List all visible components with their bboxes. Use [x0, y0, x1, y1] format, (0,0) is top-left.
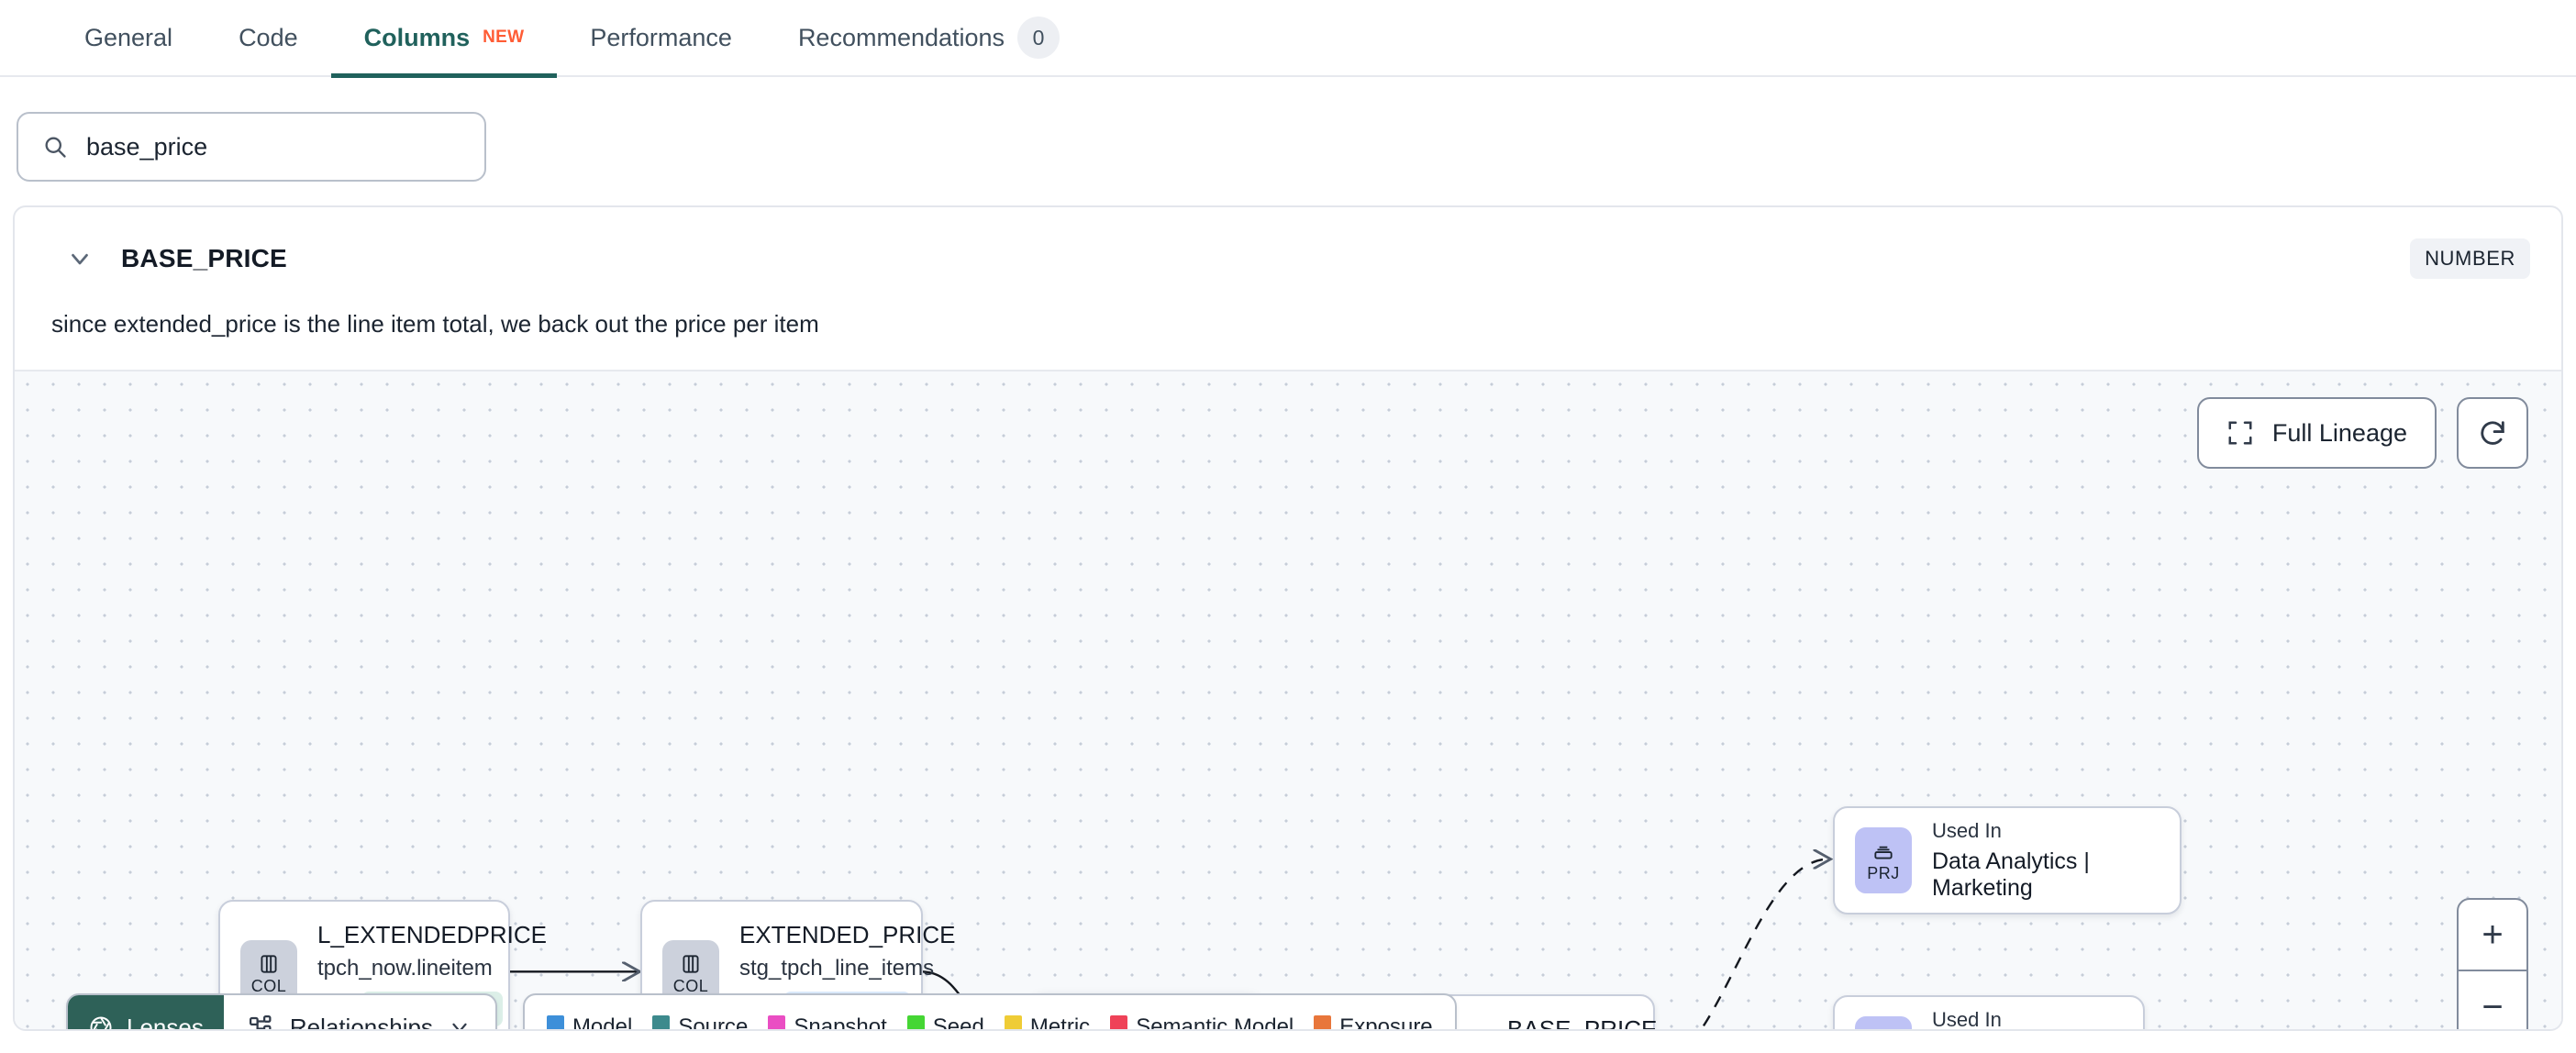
legend-swatch — [1004, 1015, 1022, 1029]
legend-swatch — [1314, 1015, 1332, 1029]
legend-label: Model — [572, 1014, 633, 1031]
lineage-bottom-toolbar: Lenses Relationships M — [66, 993, 1457, 1031]
node-type-badge-label: COL — [672, 977, 709, 995]
lineage-controls: Full Lineage — [2196, 397, 2528, 469]
column-icon — [683, 955, 699, 973]
relationships-label: Relationships — [289, 1013, 433, 1031]
legend-label: Semantic Model — [1136, 1014, 1294, 1031]
project-body: Used In Data Analytics | Marketing — [1932, 819, 2160, 902]
lineage-canvas[interactable]: COL L_EXTENDEDPRICE tpch_now.lineitem SO… — [15, 370, 2561, 1031]
legend-swatch — [906, 1015, 925, 1029]
legend-label: Snapshot — [794, 1014, 887, 1031]
relationships-button[interactable]: Relationships — [224, 995, 495, 1031]
legend-item-snapshot[interactable]: Snapshot — [768, 1014, 887, 1031]
aperture-icon — [90, 1016, 112, 1029]
tab-general[interactable]: General — [51, 0, 205, 76]
used-in-label: Used In — [1932, 1008, 2002, 1031]
node-type-badge-label: COL — [250, 977, 287, 995]
tab-performance[interactable]: Performance — [557, 0, 765, 76]
search-area: base_price — [0, 77, 2576, 205]
legend-swatch — [652, 1015, 671, 1029]
tab-bar: General Code Columns NEW Performance Rec… — [0, 0, 2576, 78]
node-title: BASE_PRICE — [1507, 1014, 1658, 1031]
used-in-label: Used In — [1932, 819, 2002, 842]
legend-item-exposure[interactable]: Exposure — [1314, 1014, 1433, 1031]
legend-swatch — [546, 1015, 564, 1029]
project-icon — [1874, 846, 1893, 859]
legend-item-seed[interactable]: Seed — [906, 1014, 984, 1031]
project-body: Used In Data Analytics | Sales — [1932, 1008, 2123, 1031]
project-type-badge-label: PRJ — [1867, 864, 1900, 882]
lineage-node-prj_marketing[interactable]: PRJ Used In Data Analytics | Marketing — [1833, 806, 2182, 914]
legend-item-semantic-model[interactable]: Semantic Model — [1110, 1014, 1294, 1031]
project-name: Data Analytics | Marketing — [1932, 848, 2090, 901]
column-detail-panel: BASE_PRICE NUMBER since extended_price i… — [13, 205, 2563, 1031]
expand-icon — [2228, 421, 2252, 445]
column-header[interactable]: BASE_PRICE NUMBER — [15, 207, 2561, 310]
column-icon — [261, 955, 277, 973]
new-badge: NEW — [483, 28, 525, 47]
relationships-icon — [249, 1015, 272, 1029]
tab-code[interactable]: Code — [205, 0, 331, 76]
recommendations-count-badge: 0 — [1017, 17, 1060, 59]
legend-item-model[interactable]: Model — [546, 1014, 633, 1031]
legend-label: Exposure — [1339, 1014, 1433, 1031]
tab-recommendations[interactable]: Recommendations 0 — [765, 0, 1093, 76]
node-subtitle: stg_tpch_line_items — [739, 955, 935, 981]
refresh-button[interactable] — [2457, 397, 2528, 469]
tab-label: Performance — [590, 23, 732, 51]
zoom-controls: + − — [2457, 898, 2528, 1029]
tab-label: Recommendations — [797, 23, 1005, 51]
zoom-in-button[interactable]: + — [2459, 900, 2526, 971]
lens-group: Lenses Relationships — [66, 993, 497, 1031]
page-title: BASE_PRICE — [121, 244, 287, 272]
legend-item-metric[interactable]: Metric — [1004, 1014, 1091, 1031]
column-type-badge: NUMBER — [2410, 238, 2530, 279]
tab-label: General — [84, 23, 173, 51]
chevron-down-icon[interactable] — [66, 245, 94, 272]
project-type-badge: PRJ — [1855, 1016, 1912, 1031]
lenses-label: Lenses — [127, 1013, 204, 1031]
chevron-down-icon — [452, 1023, 467, 1029]
zoom-out-button[interactable]: − — [2482, 986, 2504, 1027]
legend-label: Source — [678, 1014, 749, 1031]
full-lineage-label: Full Lineage — [2271, 418, 2407, 447]
search-input-value: base_price — [86, 132, 208, 161]
legend-swatch — [768, 1015, 786, 1029]
tab-label: Code — [239, 23, 298, 51]
node-subtitle: tpch_now.lineitem — [317, 955, 493, 981]
legend-item-source[interactable]: Source — [652, 1014, 749, 1031]
search-input[interactable]: base_price — [17, 112, 486, 182]
edge-fctorderitems-to-prj-marketing — [1700, 859, 1828, 1029]
legend-label: Metric — [1029, 1014, 1091, 1031]
node-body: BASE_PRICE fct_order_items MODEL — [1506, 1014, 1658, 1031]
node-title: EXTENDED_PRICE — [739, 920, 956, 948]
tab-columns[interactable]: Columns NEW — [330, 0, 558, 78]
search-icon — [45, 137, 66, 158]
node-type-legend: Model Source Snapshot Seed Metric Semant… — [522, 993, 1457, 1031]
node-title: L_EXTENDEDPRICE — [317, 920, 547, 948]
refresh-icon — [2481, 421, 2504, 445]
project-icon — [1871, 1028, 1895, 1031]
project-type-badge: PRJ — [1855, 827, 1912, 893]
lineage-node-prj_sales[interactable]: PRJ Used In Data Analytics | Sales — [1833, 995, 2145, 1031]
tab-label: Columns — [363, 23, 471, 51]
legend-label: Seed — [932, 1014, 984, 1031]
full-lineage-button[interactable]: Full Lineage — [2196, 397, 2437, 469]
legend-swatch — [1110, 1015, 1128, 1029]
lenses-button[interactable]: Lenses — [68, 995, 224, 1031]
column-description: since extended_price is the line item to… — [51, 310, 819, 338]
